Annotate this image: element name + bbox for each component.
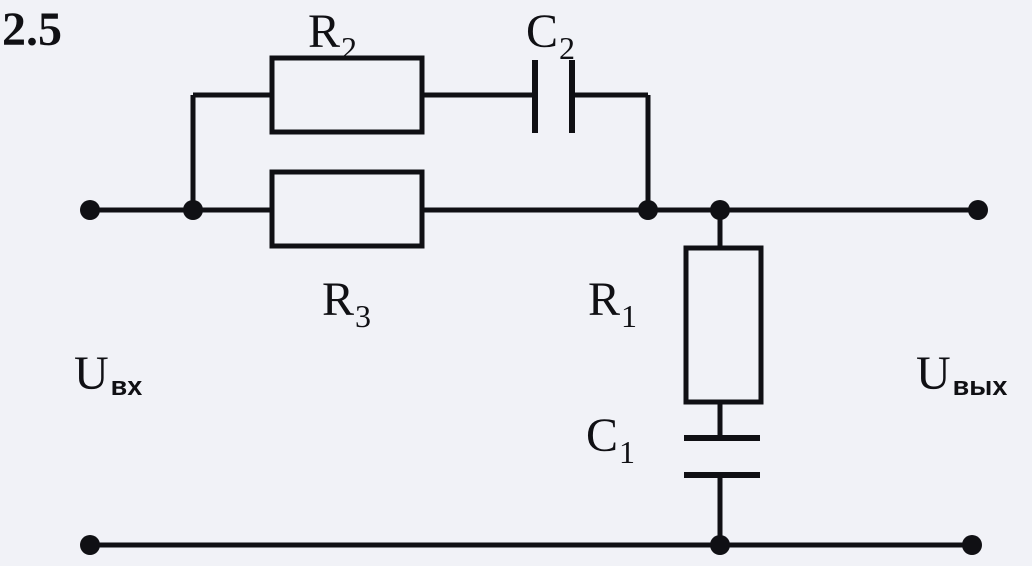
label-r2-main: R (308, 5, 341, 58)
resistor-r3 (269, 169, 425, 249)
label-c1-sub: 1 (619, 434, 636, 470)
terminal-input-bottom (80, 535, 100, 555)
label-c2-sub: 2 (559, 30, 576, 66)
label-c1: C1 (586, 409, 635, 469)
label-r3-main: R (322, 273, 355, 326)
junction-ground (710, 535, 730, 555)
terminal-input-top (80, 200, 100, 220)
label-u-out-main: U (916, 347, 951, 400)
junction-right (638, 200, 658, 220)
label-r2-sub: 2 (341, 30, 358, 66)
figure-number: 2.5 (2, 3, 62, 56)
label-c2-main: C (526, 5, 559, 58)
label-r1-sub: 1 (621, 298, 638, 334)
resistor-r1 (683, 245, 764, 405)
label-u-in-sub: вх (110, 371, 143, 401)
terminal-output-bottom (962, 535, 982, 555)
label-c2: C2 (526, 5, 575, 65)
label-u-in: Uвх (74, 347, 143, 401)
junction-shunt (710, 200, 730, 220)
label-r3-sub: 3 (355, 298, 372, 334)
terminal-output-top (968, 200, 988, 220)
label-u-in-main: U (74, 347, 109, 400)
label-r2: R2 (308, 5, 357, 65)
label-r1-main: R (588, 273, 621, 326)
label-r3: R3 (322, 273, 371, 333)
label-c1-main: C (586, 409, 619, 462)
junction-left (183, 200, 203, 220)
label-r1: R1 (588, 273, 637, 333)
label-u-out: Uвых (916, 347, 1008, 401)
resistor-r2 (269, 55, 425, 135)
label-u-out-sub: вых (952, 371, 1008, 401)
